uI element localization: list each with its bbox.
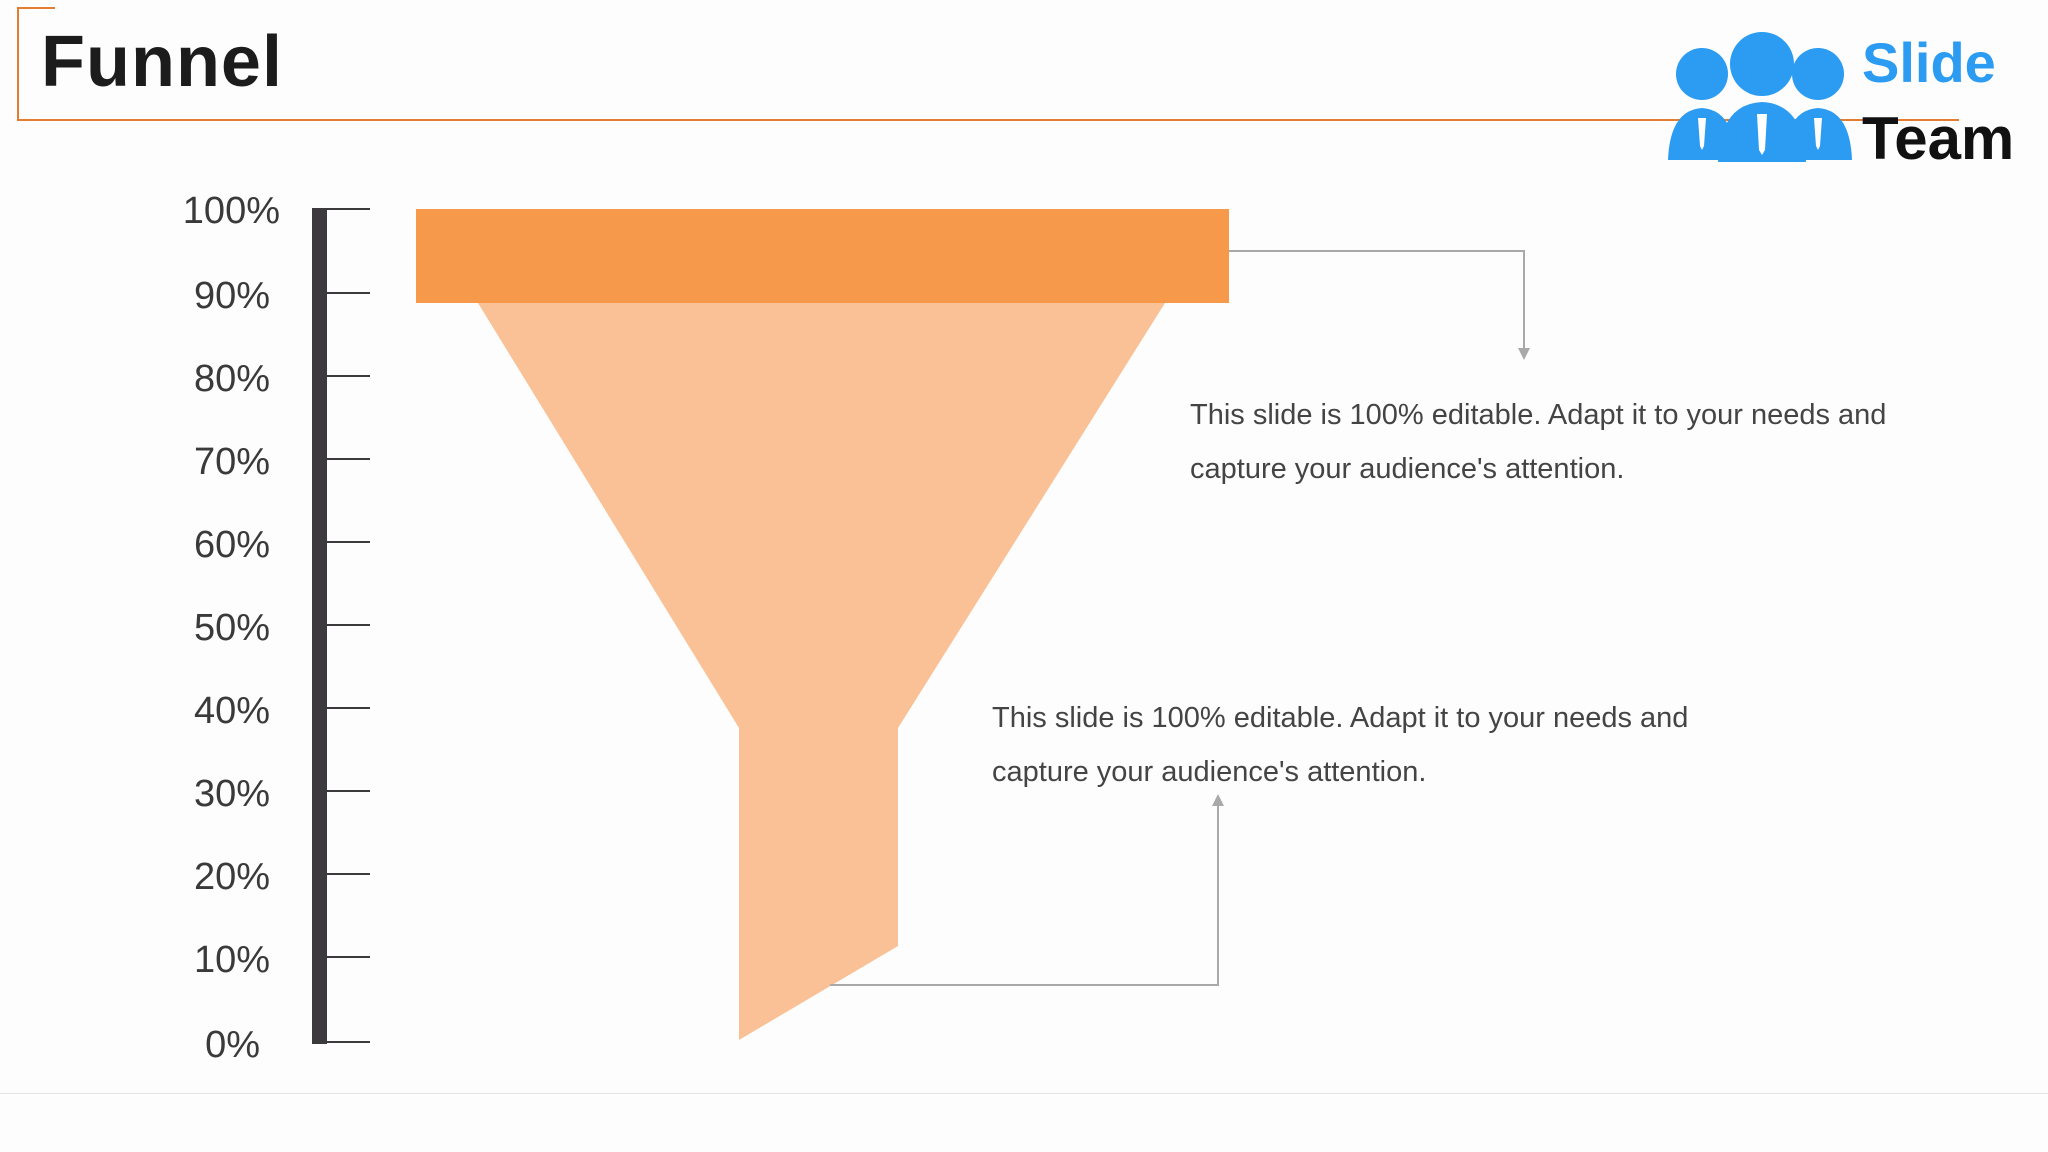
connector-bottom-arrowhead [1212,794,1224,806]
scale-label-20: 20% [193,856,270,898]
scale-label-10: 10% [193,939,270,981]
logo-word-slide: Slide [1862,31,1996,94]
annotation-top-line1: This slide is 100% editable. Adapt it to… [1190,399,1887,431]
scale-label-30: 30% [193,773,270,815]
slide-title: Funnel [41,22,283,102]
funnel-body [478,303,1165,1040]
annotation-bottom-line1: This slide is 100% editable. Adapt it to… [992,702,1689,734]
connector-top [1229,250,1525,352]
scale-label-100: 100% [182,190,280,232]
scale-label-0: 0% [205,1024,260,1066]
scale-axis [312,208,327,1044]
scale-label-50: 50% [193,607,270,649]
annotation-bottom: This slide is 100% editable. Adapt it to… [992,691,1752,799]
people-group-icon [1668,32,1852,162]
logo-word-team: Team [1862,105,2015,172]
scale-label-70: 70% [193,441,270,483]
footer-divider [0,1093,2048,1094]
scale-label-90: 90% [193,275,270,317]
annotation-top: This slide is 100% editable. Adapt it to… [1190,388,1950,496]
connector-bottom [830,800,1219,986]
annotation-bottom-line2: capture your audience's attention. [992,756,1427,788]
title-bar: Funnel [17,7,1959,121]
annotation-top-line2: capture your audience's attention. [1190,453,1625,485]
funnel-top-band [416,209,1229,303]
connector-top-arrowhead [1518,348,1530,360]
scale-label-60: 60% [193,524,270,566]
scale-label-40: 40% [193,690,270,732]
scale-ticks [320,208,370,1043]
scale-label-80: 80% [193,358,270,400]
